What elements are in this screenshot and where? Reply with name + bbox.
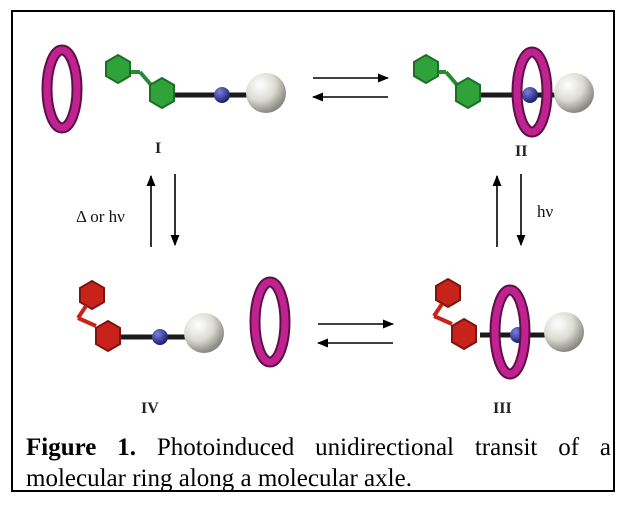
figure-caption: Figure 1. Photoinduced unidirectional tr…	[26, 432, 611, 494]
caption-label: Figure 1.	[26, 434, 136, 461]
state-iii-ring	[489, 284, 531, 380]
condition-left: Δ or hν	[76, 207, 125, 226]
equilibrium-arrows-bottom	[316, 319, 395, 348]
equilibrium-arrows-top	[311, 73, 390, 102]
condition-right: hν	[537, 202, 554, 221]
state-label-iv: IV	[141, 400, 159, 417]
state-iv-axle	[76, 279, 224, 353]
state-iv-free-ring	[249, 276, 291, 368]
state-label-i: I	[155, 140, 162, 157]
equilibrium-arrows-right	[492, 174, 526, 247]
state-iii-axle	[432, 277, 584, 352]
caption-text: Photoinduced unidirectional transit of a…	[26, 434, 611, 492]
state-i-free-ring	[41, 44, 83, 134]
equilibrium-arrows-left	[146, 174, 180, 247]
state-ii-axle	[413, 53, 594, 113]
state-i-axle	[105, 53, 286, 113]
state-label-ii: II	[515, 143, 528, 160]
state-ii-ring	[511, 46, 553, 138]
state-label-iii: III	[493, 400, 512, 417]
